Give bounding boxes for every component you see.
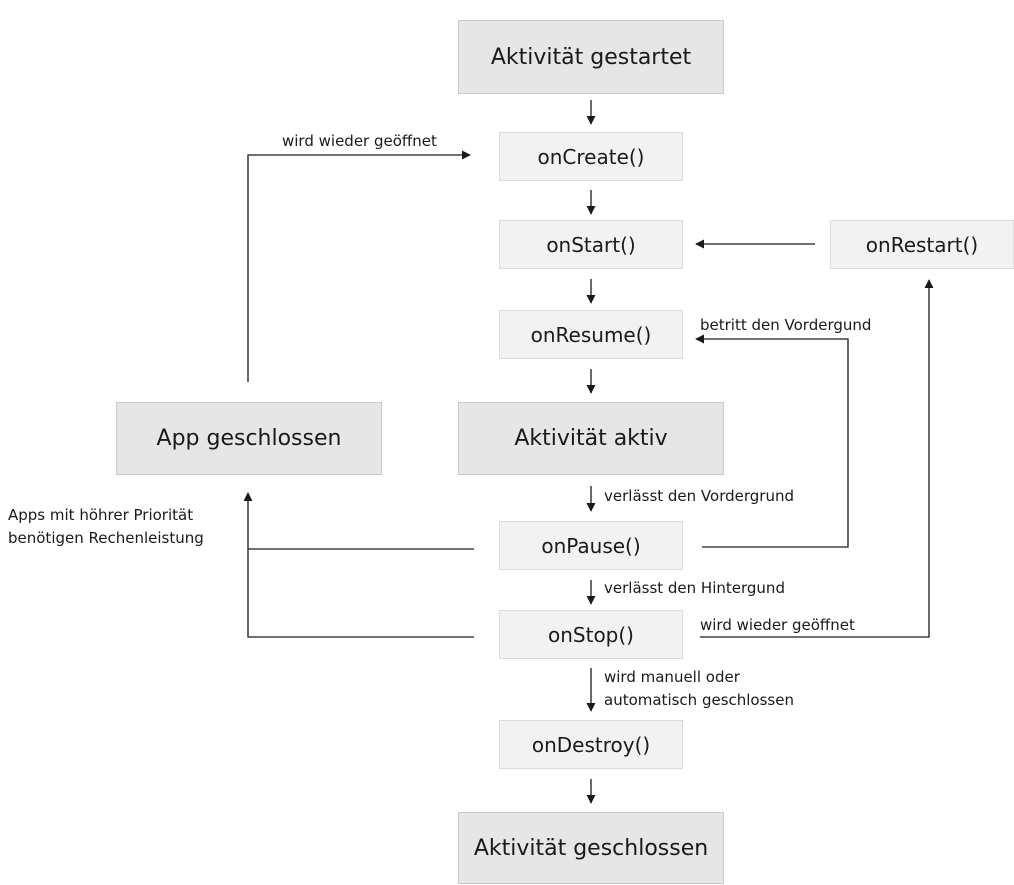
- node-app-closed: App geschlossen: [116, 402, 382, 475]
- arrow-onpause-to-onresume: [695, 334, 849, 548]
- node-onresume: onResume(): [499, 310, 683, 359]
- label-closed-line1: wird manuell oder: [604, 668, 740, 686]
- label-priority-line1: Apps mit höhrer Priorität: [8, 506, 194, 524]
- label-priority-line2: benötigen Rechenleistung: [8, 529, 204, 547]
- node-onpause: onPause(): [499, 521, 683, 570]
- node-onstart: onStart(): [499, 220, 683, 269]
- arrow-onstop-to-onrestart: [700, 279, 934, 638]
- label-closed-line2: automatisch geschlossen: [604, 691, 794, 709]
- node-activity-started: Aktivität gestartet: [458, 20, 724, 94]
- label-reopened-right: wird wieder geöffnet: [700, 616, 855, 634]
- node-oncreate: onCreate(): [499, 132, 683, 181]
- arrow-onstop-to-appclosed: [243, 492, 474, 638]
- node-activity-active: Aktivität aktiv: [458, 402, 724, 475]
- label-enters-foreground: betritt den Vordergund: [700, 316, 872, 334]
- label-leaves-background: verlässt den Hintergund: [604, 579, 785, 597]
- node-onstop: onStop(): [499, 610, 683, 659]
- label-reopened-top: wird wieder geöffnet: [282, 132, 437, 150]
- arrow-appclosed-to-oncreate: [247, 150, 471, 382]
- node-activity-closed: Aktivität geschlossen: [458, 812, 724, 884]
- node-ondestroy: onDestroy(): [499, 720, 683, 769]
- label-leaves-foreground: verlässt den Vordergrund: [604, 487, 794, 505]
- node-onrestart: onRestart(): [830, 220, 1014, 269]
